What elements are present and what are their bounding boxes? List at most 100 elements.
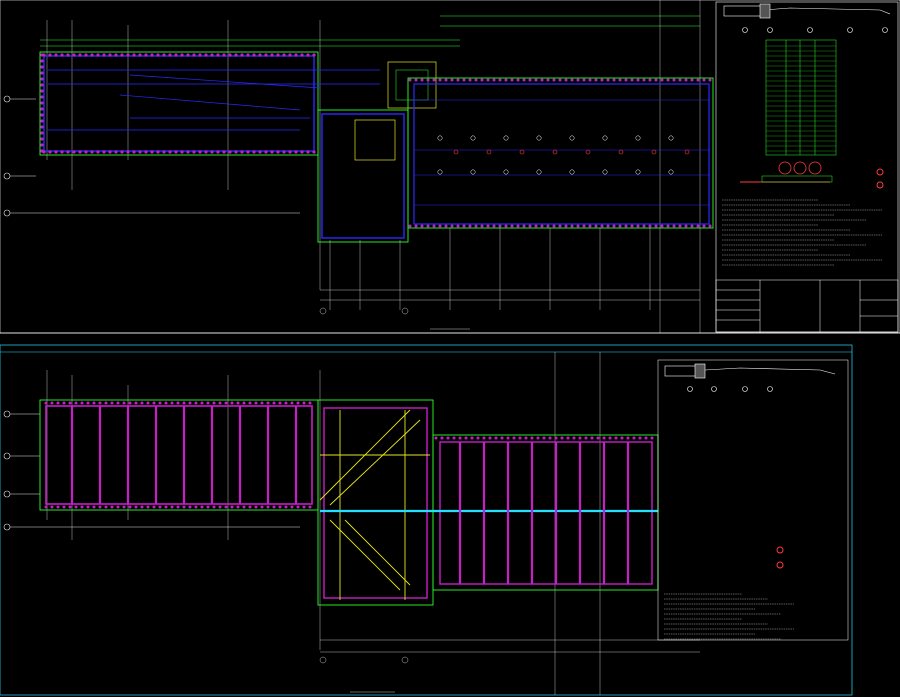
pile-row-group (40, 53, 316, 154)
pile-dot (40, 53, 44, 57)
axis-bubbles-left (3, 95, 300, 217)
pile-dot (80, 505, 84, 509)
pile-dot (614, 436, 618, 440)
pile-dot (426, 78, 430, 82)
pile-dot (98, 401, 102, 405)
blue-long-lines-top (48, 69, 380, 131)
pile-symbol (437, 169, 443, 175)
pile-dot (40, 113, 44, 117)
pile-dot (164, 401, 168, 405)
pile-dot (40, 131, 44, 135)
pile-dot (104, 401, 108, 405)
pile-dot (192, 150, 196, 154)
pile-dot (206, 505, 210, 509)
pile-dot (284, 401, 288, 405)
pile-dot (60, 150, 64, 154)
pile-dot (96, 150, 100, 154)
pile-dot (194, 505, 198, 509)
pile-dot (590, 436, 594, 440)
pile-dot (588, 224, 592, 228)
pile-dot (144, 150, 148, 154)
center-shaft-inner-bottom (323, 407, 428, 599)
pile-dot (512, 436, 516, 440)
pile-dot (90, 150, 94, 154)
pile-dot (678, 78, 682, 82)
pile-dot (134, 401, 138, 405)
pile-dot (294, 53, 298, 57)
pile-dot (654, 78, 658, 82)
center-shaft-bottom (317, 399, 434, 606)
pile-dot (434, 436, 438, 440)
pile-dot (150, 53, 154, 57)
pile-dot (638, 436, 642, 440)
pile-dot (110, 401, 114, 405)
pile-dot (162, 150, 166, 154)
pile-dot (696, 78, 700, 82)
pile-dot (612, 78, 616, 82)
pile-dot (540, 78, 544, 82)
pile-symbol (668, 169, 674, 175)
pile-dot (554, 436, 558, 440)
pile-dot (230, 401, 234, 405)
pile-dot (122, 505, 126, 509)
title-panel-bottom (657, 359, 849, 641)
pile-dot (302, 505, 306, 509)
pile-dot (546, 224, 550, 228)
pile-dot (242, 505, 246, 509)
pile-dot (258, 53, 262, 57)
pile-dot (486, 78, 490, 82)
pile-dot (264, 150, 268, 154)
pile-symbol (635, 135, 641, 141)
pile-dot (68, 401, 72, 405)
pile-dot (246, 53, 250, 57)
pile-dot (216, 53, 220, 57)
pile-dot (120, 53, 124, 57)
pile-dot (50, 505, 54, 509)
pile-dot (414, 78, 418, 82)
title-block (715, 279, 899, 333)
pile-symbol (503, 135, 509, 141)
pile-dot (222, 53, 226, 57)
pile-dot (606, 224, 610, 228)
pile-dot (630, 224, 634, 228)
pile-dot (696, 224, 700, 228)
pile-dot (456, 224, 460, 228)
pile-dot (242, 401, 246, 405)
pile-dot (650, 436, 654, 440)
pile-dot (498, 224, 502, 228)
pile-dot (56, 505, 60, 509)
pile-dot (584, 436, 588, 440)
pile-symbol (668, 135, 674, 141)
pile-dot (86, 505, 90, 509)
section-detail-icon (664, 363, 836, 392)
center-shaft-inner (321, 113, 405, 239)
pile-dot (40, 125, 44, 129)
pile-dot (462, 224, 466, 228)
pile-dot (654, 224, 658, 228)
pile-dot (40, 137, 44, 141)
bottom-sheet-frame (0, 344, 853, 696)
pile-dot (702, 78, 706, 82)
pile-dot (152, 401, 156, 405)
right-wing-outline-bottom (432, 434, 659, 591)
pile-dot (618, 78, 622, 82)
pile-dot (690, 224, 694, 228)
pile-dot (78, 150, 82, 154)
pile-dot (210, 53, 214, 57)
pile-dot (608, 436, 612, 440)
pile-dot (572, 436, 576, 440)
pile-dot (40, 89, 44, 93)
pile-dot (60, 53, 64, 57)
pile-dot (576, 78, 580, 82)
pile-dot (200, 505, 204, 509)
pile-dot (438, 224, 442, 228)
pile-dot (138, 150, 142, 154)
pile-dot (54, 150, 58, 154)
pile-dot (80, 401, 84, 405)
pile-dot (182, 505, 186, 509)
pile-dot (618, 224, 622, 228)
pile-symbol-icon (776, 546, 784, 569)
pile-dot (260, 401, 264, 405)
pile-dot (420, 78, 424, 82)
